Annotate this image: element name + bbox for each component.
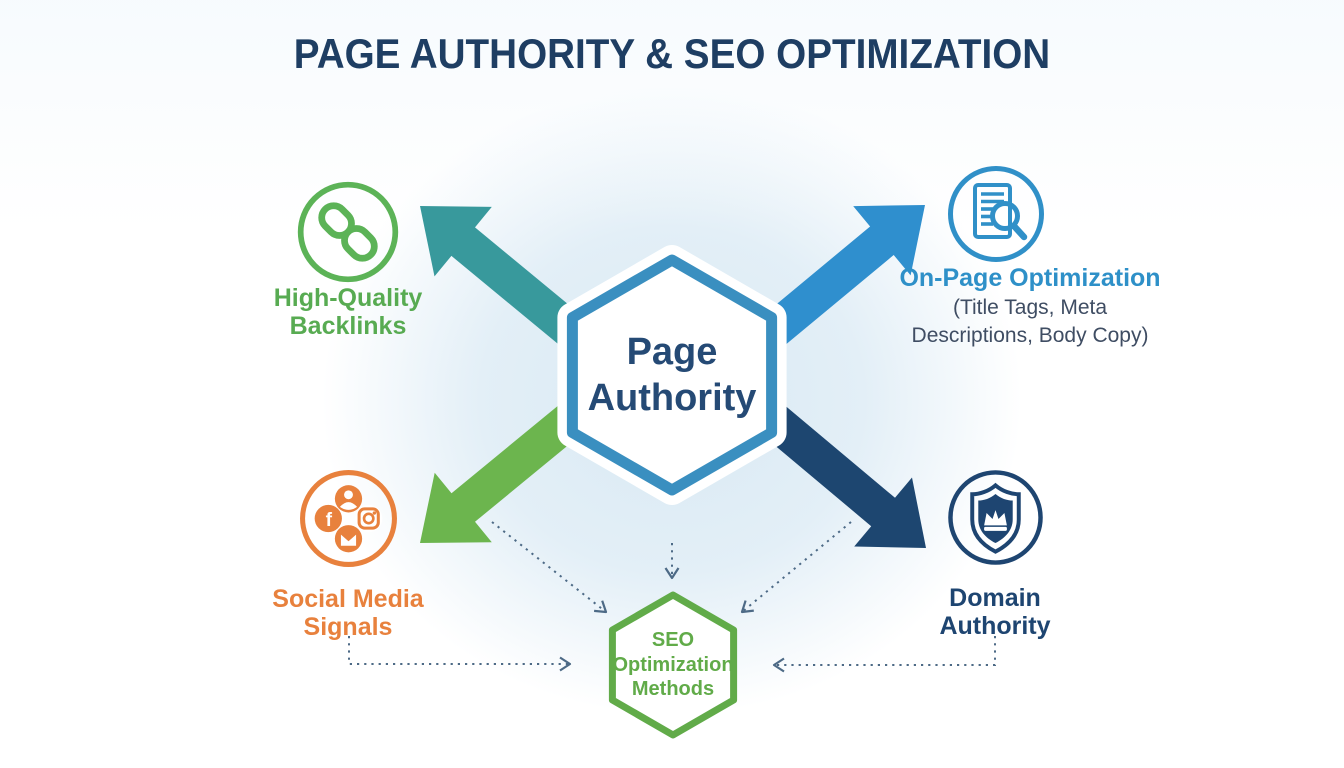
node-social-media-signals: f Social Media Signals	[238, 468, 458, 641]
dashed-left-elbow-head	[559, 656, 572, 672]
social-media-icon: f	[299, 470, 397, 567]
social-label-line2: Signals	[303, 613, 393, 641]
dashed-right-elbow-head	[772, 657, 785, 673]
domain-label-line1: Domain	[949, 584, 1041, 612]
svg-text:f: f	[325, 510, 332, 531]
center-label-line2: Authority	[587, 377, 757, 419]
dashed-center-vertical-head	[664, 567, 680, 580]
dashed-right-diagonal	[741, 521, 852, 613]
backlinks-label-line2: Backlinks	[289, 312, 407, 340]
dashed-right-elbow	[774, 636, 996, 666]
dashed-left-elbow	[348, 636, 570, 665]
dashed-left-diagonal-head	[593, 600, 608, 614]
seo-methods-hexagon-shape	[608, 591, 738, 739]
page-title: PAGE AUTHORITY & SEO OPTIMIZATION	[293, 30, 1051, 77]
shield-crown-icon	[947, 470, 1043, 565]
node-high-quality-backlinks: High-Quality Backlinks	[238, 180, 458, 340]
chain-link-icon	[297, 181, 399, 283]
seo-label-line1: SEO	[651, 629, 695, 652]
seo-label-line3: Methods	[631, 678, 715, 701]
document-search-icon	[948, 166, 1044, 262]
dashed-right-diagonal-head	[740, 600, 754, 614]
onpage-subtitle-line1: (Title Tags, Meta	[952, 296, 1108, 319]
node-domain-authority: Domain Authority	[885, 468, 1105, 640]
seo-methods-hexagon: SEO Optimization Methods	[598, 582, 748, 748]
center-hexagon: Page Authority	[547, 235, 797, 515]
seo-label-line2: Optimization	[612, 653, 734, 676]
center-label-line1: Page	[626, 330, 718, 373]
node-on-page-optimization: On-Page Optimization (Title Tags, Meta D…	[870, 164, 1190, 349]
onpage-subtitle-line2: Descriptions, Body Copy)	[911, 323, 1149, 347]
onpage-title: On-Page Optimization	[899, 264, 1161, 292]
social-label-line1: Social Media	[272, 585, 424, 613]
backlinks-label-line1: High-Quality	[273, 284, 423, 312]
dashed-left-diagonal	[491, 521, 607, 613]
center-hexagon-shape	[557, 245, 787, 505]
domain-label-line2: Authority	[939, 612, 1051, 640]
